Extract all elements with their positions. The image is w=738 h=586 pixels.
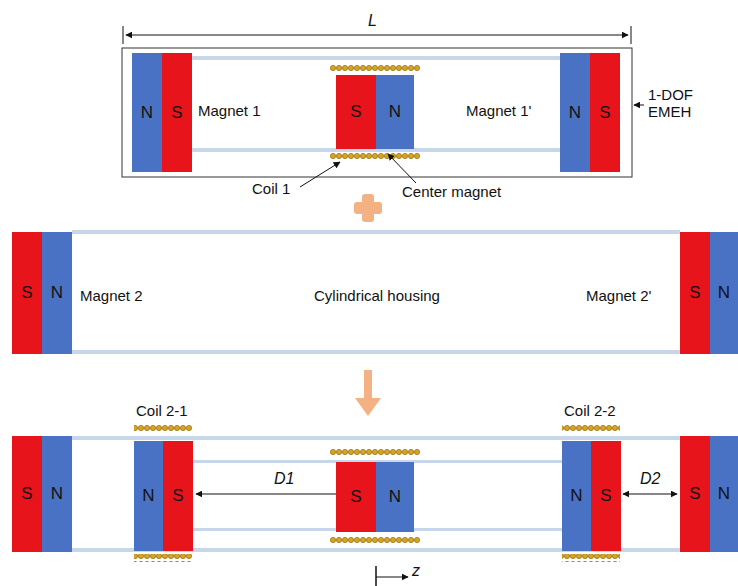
- coil: [330, 65, 420, 73]
- emeh-frame: [122, 48, 632, 177]
- magnet-pole: N: [42, 232, 72, 354]
- combine-arrow: [355, 370, 381, 416]
- magnet-pole: N: [562, 441, 591, 551]
- part-label: Coil 2-1: [136, 402, 188, 419]
- magnet-pole: S: [591, 441, 621, 551]
- magnet-pole: N: [376, 462, 414, 532]
- part-label: Coil 2-2: [564, 402, 616, 419]
- pole-letter: N: [51, 283, 63, 303]
- magnet-pole: S: [12, 436, 42, 552]
- pole-letter: S: [350, 487, 361, 507]
- pole-letter: N: [142, 486, 154, 506]
- pole-letter: S: [21, 283, 32, 303]
- coil: [134, 424, 192, 432]
- magnet-pole: S: [162, 53, 192, 172]
- pole-letter: N: [389, 102, 401, 122]
- pole-letter: N: [718, 484, 730, 504]
- pole-letter: S: [600, 486, 611, 506]
- magnet-pole: S: [680, 436, 710, 552]
- dimension-label: D2: [638, 470, 662, 488]
- pole-letter: N: [141, 103, 153, 123]
- dimension-label: L: [366, 12, 379, 30]
- magnet-pole: S: [12, 232, 42, 354]
- magnet-pole: S: [680, 232, 710, 354]
- magnet-pole: S: [163, 441, 193, 551]
- magnet-pole: N: [560, 53, 590, 172]
- magnet-pole: N: [376, 75, 414, 149]
- part-label: 1-DOF EMEH: [648, 86, 698, 121]
- part-label: Coil 1: [252, 180, 290, 197]
- pole-letter: S: [599, 103, 610, 123]
- magnet-pole: S: [336, 462, 376, 532]
- pole-letter: S: [21, 484, 32, 504]
- part-label: Magnet 1: [198, 102, 261, 119]
- dimension-label: D1: [272, 470, 296, 488]
- magnet-pole: N: [710, 436, 738, 552]
- pole-letter: S: [172, 486, 183, 506]
- part-label: Magnet 1': [466, 102, 531, 119]
- pole-letter: N: [569, 103, 581, 123]
- length-dimension: [126, 35, 628, 36]
- magnet-pole: N: [710, 232, 738, 354]
- part-label: Center magnet: [402, 183, 501, 200]
- magnet-pole: S: [336, 75, 376, 149]
- magnet-pole: N: [42, 436, 72, 552]
- pole-letter: S: [350, 102, 361, 122]
- pole-letter: S: [689, 283, 700, 303]
- pole-letter: N: [51, 484, 63, 504]
- magnet-pole: N: [134, 441, 163, 551]
- gap-dimension: [623, 494, 677, 495]
- part-label: Cylindrical housing: [314, 287, 440, 304]
- magnet-pole: S: [590, 53, 620, 172]
- pole-letter: N: [570, 486, 582, 506]
- z-axis: [376, 577, 408, 578]
- part-label: Magnet 2: [80, 287, 143, 304]
- coil: [330, 151, 420, 159]
- pole-letter: N: [389, 487, 401, 507]
- part-label: Magnet 2': [586, 287, 651, 304]
- pole-letter: S: [171, 103, 182, 123]
- axis-label: z: [412, 562, 420, 580]
- housing: [72, 230, 680, 234]
- pole-letter: S: [689, 484, 700, 504]
- pole-letter: N: [718, 283, 730, 303]
- magnet-pole: N: [132, 53, 162, 172]
